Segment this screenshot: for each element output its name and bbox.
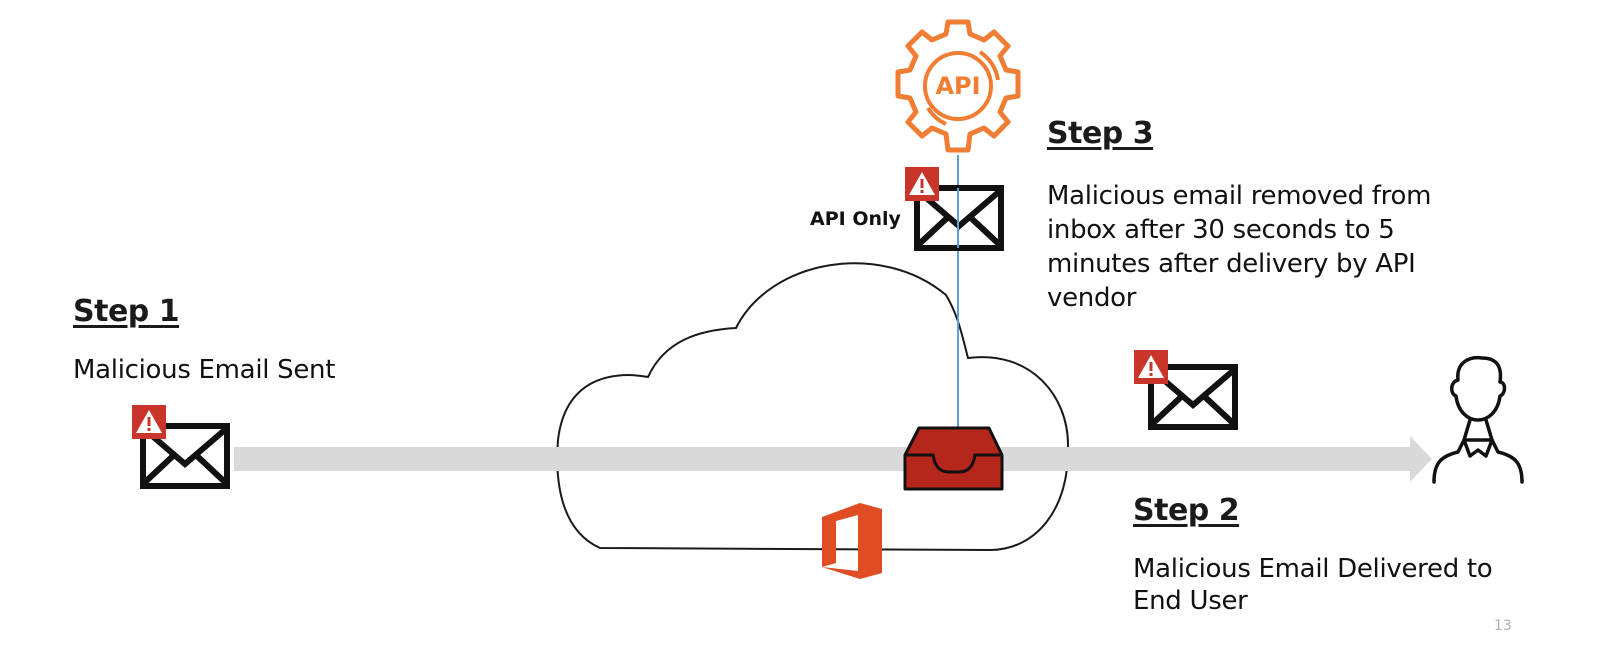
step2-text: Malicious Email Delivered to End User [1133, 553, 1493, 617]
step3-line: inbox after 30 seconds to 5 [1047, 215, 1395, 245]
api-gear-label: API [935, 72, 981, 100]
office-365-icon [822, 503, 882, 579]
step3-heading: Step 3 [1047, 116, 1154, 151]
warning-icon [132, 405, 166, 439]
warning-icon [1134, 350, 1168, 384]
inbox-tray-icon [903, 426, 1004, 491]
gear-icon [895, 19, 1021, 153]
envelope-icon [1148, 364, 1238, 430]
step2-line: Malicious Email Delivered to [1133, 554, 1493, 584]
step3-line: minutes after delivery by API [1047, 249, 1416, 279]
envelope-icon [140, 423, 230, 489]
warning-icon [905, 167, 939, 201]
step3-line: Malicious email removed from [1047, 181, 1432, 211]
user-icon [1432, 355, 1524, 484]
page-number: 13 [1494, 618, 1512, 634]
step1-text: Malicious Email Sent [73, 355, 336, 385]
step1-heading: Step 1 [73, 294, 180, 329]
step2-heading: Step 2 [1133, 493, 1240, 528]
step3-text: Malicious email removed from inbox after… [1047, 179, 1431, 315]
step3-line: vendor [1047, 283, 1137, 313]
cloud-icon [556, 262, 1070, 552]
flow-arrow-head [1410, 436, 1432, 482]
step2-line: End User [1133, 586, 1248, 616]
flow-arrow-shaft [234, 447, 1414, 471]
api-only-label: API Only [810, 208, 901, 230]
